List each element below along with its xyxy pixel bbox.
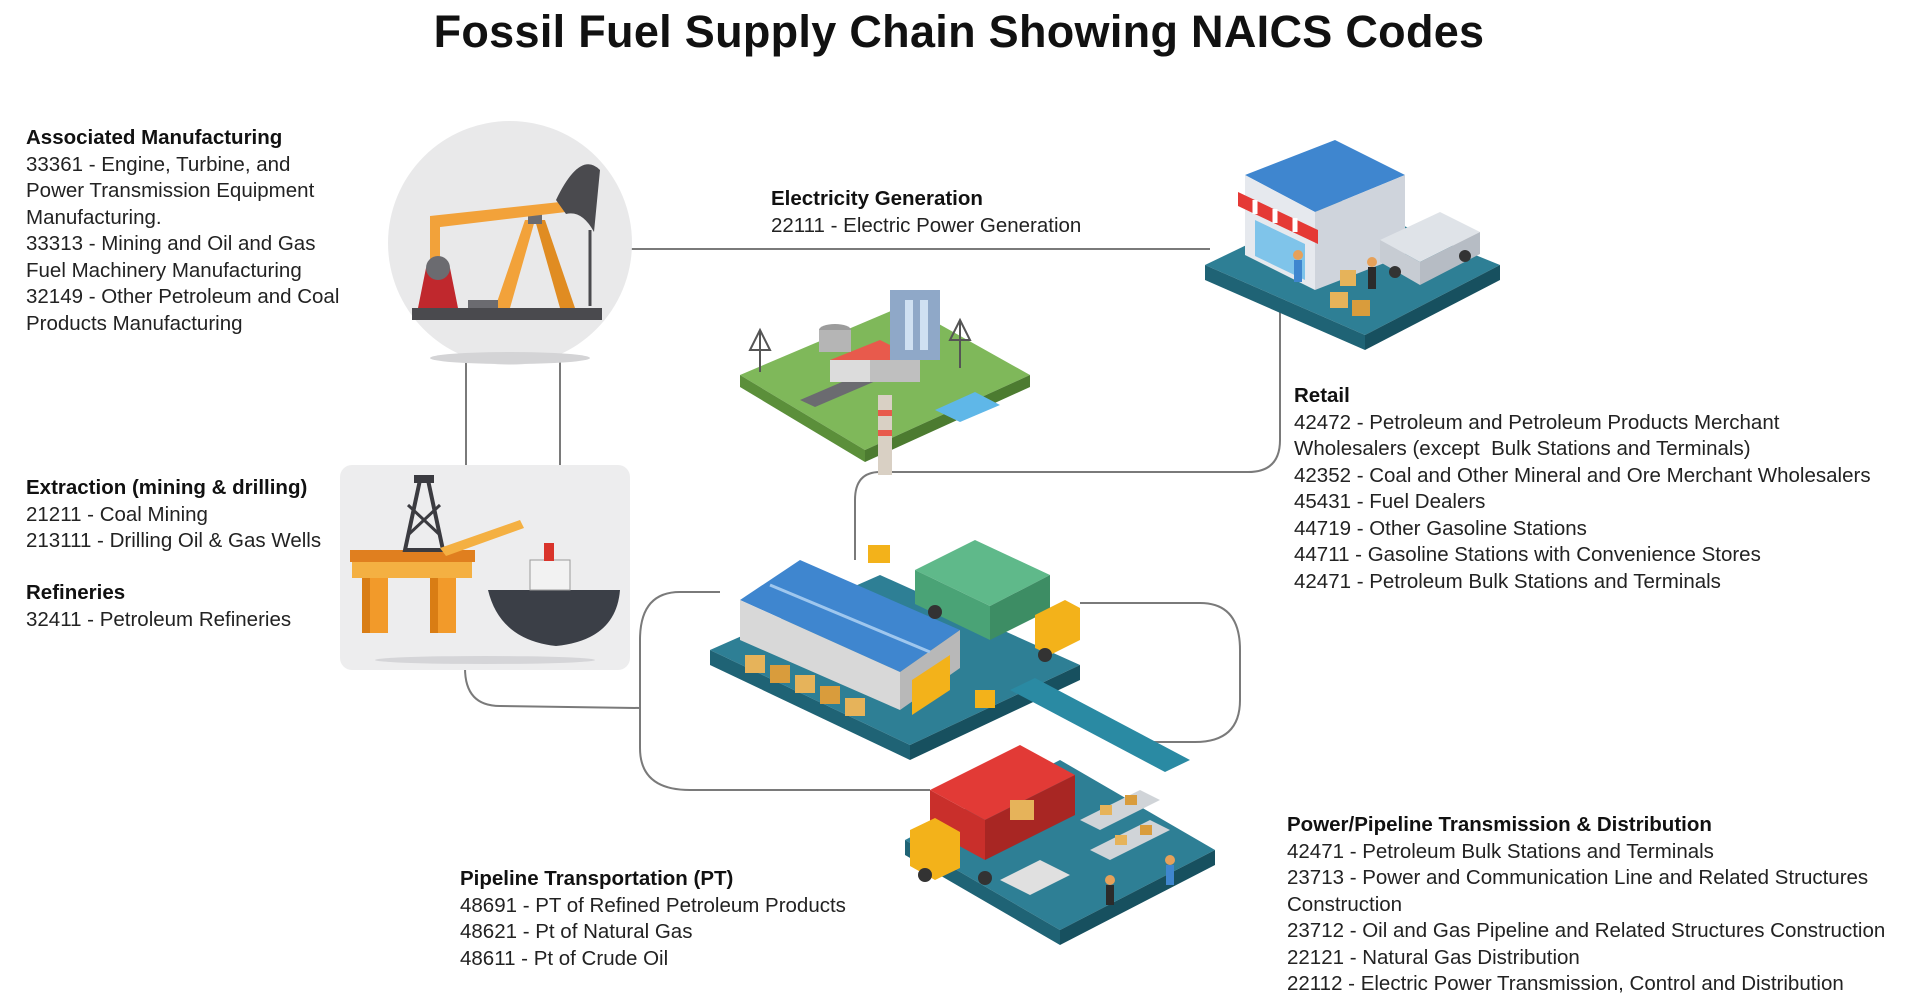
- naics-line: 23712 - Oil and Gas Pipeline and Related…: [1287, 919, 1886, 942]
- distribution-center-icon: [905, 745, 1215, 945]
- naics-line: 32149 - Other Petroleum and Coal: [26, 285, 340, 308]
- page-title: Fossil Fuel Supply Chain Showing NAICS C…: [433, 6, 1485, 57]
- naics-line: 42471 - Petroleum Bulk Stations and Term…: [1287, 839, 1714, 863]
- naics-line: 42352 - Coal and Other Mineral and Ore M…: [1294, 463, 1871, 487]
- naics-line: 32411 - Petroleum Refineries: [26, 607, 292, 631]
- naics-line: Power Transmission Equipment: [26, 179, 315, 202]
- connector-loop-right: [1080, 602, 1241, 743]
- connector-lines: [464, 248, 1281, 791]
- naics-line: 42472 - Petroleum and Petroleum Products…: [1294, 410, 1780, 434]
- naics-line: 48691 - PT of Refined Petroleum Products: [460, 893, 846, 917]
- naics-line: Construction: [1287, 892, 1403, 916]
- naics-line: 22112 - Electric Power Transmission, Con…: [1287, 972, 1844, 995]
- naics-line: 22111 - Electric Power Generation: [771, 213, 1082, 237]
- pumpjack-icon: [388, 121, 632, 365]
- section-refineries: Refineries 32411 - Petroleum Refineries: [26, 580, 346, 633]
- oil-platform-icon: [340, 465, 630, 670]
- naics-line: 44719 - Other Gasoline Stations: [1294, 516, 1587, 540]
- connector-store-to-warehouse: [854, 310, 1281, 560]
- naics-line: 22121 - Natural Gas Distribution: [1287, 945, 1580, 969]
- naics-line: 213111 - Drilling Oil & Gas Wells: [26, 529, 322, 552]
- section-power-pipeline-transmission: Power/Pipeline Transmission & Distributi…: [1287, 812, 1912, 998]
- section-electricity-generation: Electricity Generation 22111 - Electric …: [771, 186, 1191, 239]
- connector-loop-left: [639, 591, 930, 791]
- section-heading: Power/Pipeline Transmission & Distributi…: [1287, 813, 1712, 836]
- section-extraction: Extraction (mining & drilling) 21211 - C…: [26, 475, 346, 555]
- store-icon: [1205, 140, 1500, 350]
- power-plant-icon: [740, 290, 1030, 475]
- section-associated-manufacturing: Associated Manufacturing 33361 - Engine,…: [26, 125, 376, 337]
- naics-line: 33361 - Engine, Turbine, and: [26, 152, 291, 176]
- section-heading: Retail: [1294, 384, 1350, 407]
- connector-platform-to-loop: [464, 667, 641, 709]
- section-heading: Associated Manufacturing: [26, 126, 283, 149]
- naics-line: 44711 - Gasoline Stations with Convenien…: [1294, 543, 1761, 566]
- section-heading: Refineries: [26, 581, 126, 604]
- naics-line: 42471 - Petroleum Bulk Stations and Term…: [1294, 569, 1721, 593]
- section-heading: Pipeline Transportation (PT): [460, 867, 734, 890]
- naics-line: Fuel Machinery Manufacturing: [26, 258, 302, 282]
- naics-line: 23713 - Power and Communication Line and…: [1287, 866, 1869, 889]
- section-retail: Retail 42472 - Petroleum and Petroleum P…: [1294, 383, 1904, 595]
- warehouse-icon: [710, 540, 1190, 772]
- naics-line: 45431 - Fuel Dealers: [1294, 490, 1486, 513]
- naics-line: 33313 - Mining and Oil and Gas: [26, 232, 316, 255]
- naics-line: 21211 - Coal Mining: [26, 502, 208, 526]
- section-heading: Electricity Generation: [771, 187, 983, 210]
- naics-line: Manufacturing.: [26, 205, 162, 229]
- naics-line: 48611 - Pt of Crude Oil: [460, 946, 669, 970]
- section-pipeline-transportation: Pipeline Transportation (PT) 48691 - PT …: [460, 866, 880, 972]
- section-heading: Extraction (mining & drilling): [26, 476, 308, 499]
- naics-line: Products Manufacturing: [26, 311, 243, 335]
- naics-line: Wholesalers (except Bulk Stations and Te…: [1294, 437, 1751, 460]
- naics-line: 48621 - Pt of Natural Gas: [460, 920, 693, 943]
